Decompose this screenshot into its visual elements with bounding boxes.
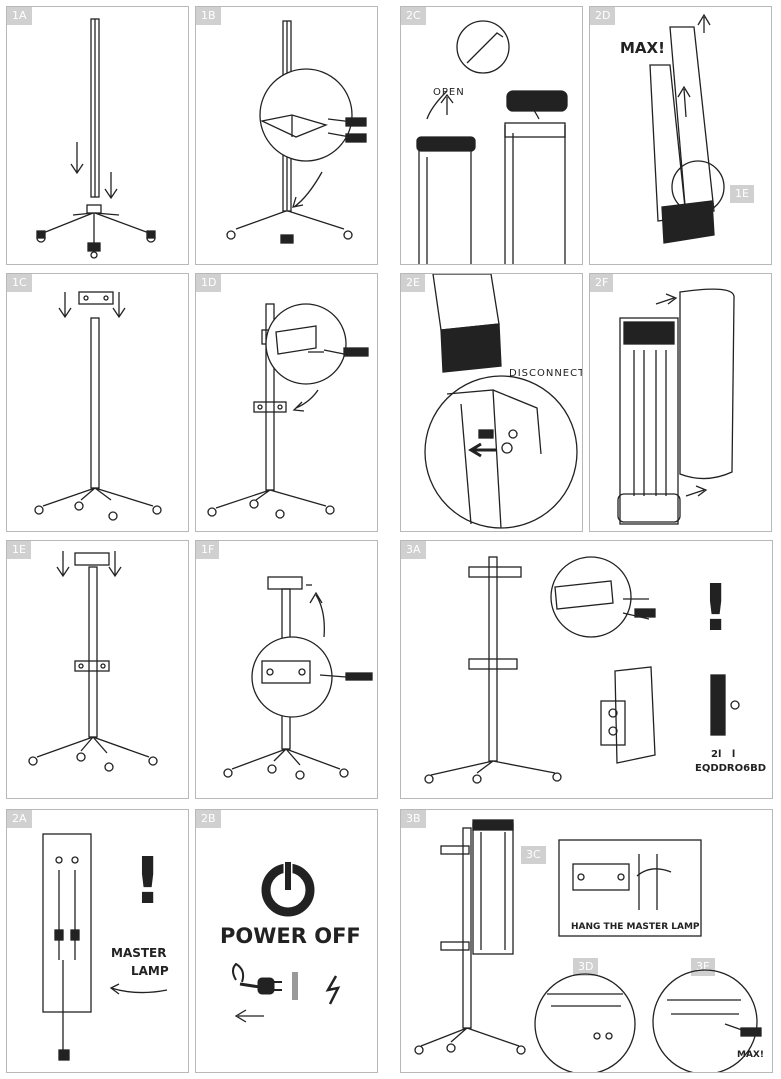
- panel-2a: 2A ! MASTER LAMP: [6, 809, 189, 1073]
- hang-lamp-illustration: [414, 819, 762, 1072]
- panel-tag: 2B: [196, 810, 221, 828]
- max-label: MAX!: [620, 39, 665, 57]
- panel-tag: 2D: [590, 7, 616, 25]
- bracket-screw-illustration: [207, 303, 369, 519]
- panel-1c: 1C: [6, 273, 189, 532]
- open-lamp-cap-illustration: [416, 20, 568, 264]
- panel-tag: 2F: [590, 274, 614, 292]
- master-lamp-wiring-illustration: [42, 833, 168, 1061]
- mount-bracket-illustration: [424, 556, 740, 784]
- panel-3b: 3B 3C HANG THE MASTER LAMP 3D 3E MAX!: [400, 809, 773, 1073]
- panel-2e: 2E DISCONNECT: [400, 273, 583, 532]
- panel-tag: 1A: [7, 7, 32, 25]
- inset-tag-3c: 3C: [521, 846, 546, 864]
- stand-bracket-illustration: [34, 291, 162, 521]
- open-cover-illustration: [617, 288, 735, 525]
- panel-1d: 1D: [195, 273, 378, 532]
- panel-tag: 2C: [401, 7, 426, 25]
- code-top: 2l l: [711, 749, 736, 760]
- panel-1f: 1F: [195, 540, 378, 799]
- disconnect-illustration: [424, 274, 578, 529]
- exclamation-mark: !: [133, 845, 163, 919]
- stand-assembly-illustration: [36, 18, 156, 259]
- screw-base-illustration: [226, 20, 367, 244]
- panel-1a: 1A: [6, 6, 189, 265]
- master-label-line2: LAMP: [131, 964, 169, 978]
- code-bottom: EQDDRO6BD: [695, 763, 767, 774]
- bracket-fix-illustration: [223, 576, 373, 780]
- power-off-illustration: [232, 856, 341, 1023]
- panel-2d: 2D MAX! 1E: [589, 6, 772, 265]
- panel-tag: 3A: [401, 541, 426, 559]
- panel-tag: 1D: [196, 274, 222, 292]
- panel-tag: 2E: [401, 274, 425, 292]
- inset-tag-3d: 3D: [573, 958, 599, 976]
- stand-upper-bracket-illustration: [28, 551, 158, 772]
- panel-tag: 1B: [196, 7, 221, 25]
- max-lamp-illustration: [649, 13, 725, 244]
- panel-tag: 1C: [7, 274, 32, 292]
- panel-2c: 2C OPEN: [400, 6, 583, 265]
- panel-3a: 3A ! 2l l EQDDRO6BD: [400, 540, 773, 799]
- panel-1b: 1B: [195, 6, 378, 265]
- exclamation-mark: !: [701, 572, 731, 646]
- panel-tag: 1F: [196, 541, 220, 559]
- master-label-line1: MASTER: [111, 946, 167, 960]
- max-label: MAX!: [737, 1050, 764, 1060]
- open-label: OPEN: [433, 87, 465, 98]
- power-off-label: POWER OFF: [220, 924, 361, 948]
- panel-2f: 2F: [589, 273, 772, 532]
- hang-master-lamp-label: HANG THE MASTER LAMP: [571, 922, 700, 932]
- panel-tag: 1E: [7, 541, 31, 559]
- panel-2b: 2B POWER OFF: [195, 809, 378, 1073]
- panel-1e: 1E: [6, 540, 189, 799]
- panel-tag: 3B: [401, 810, 426, 828]
- panel-tag: 2A: [7, 810, 32, 828]
- disconnect-label: DISCONNECT: [509, 368, 583, 379]
- inset-tag-1e: 1E: [730, 185, 754, 203]
